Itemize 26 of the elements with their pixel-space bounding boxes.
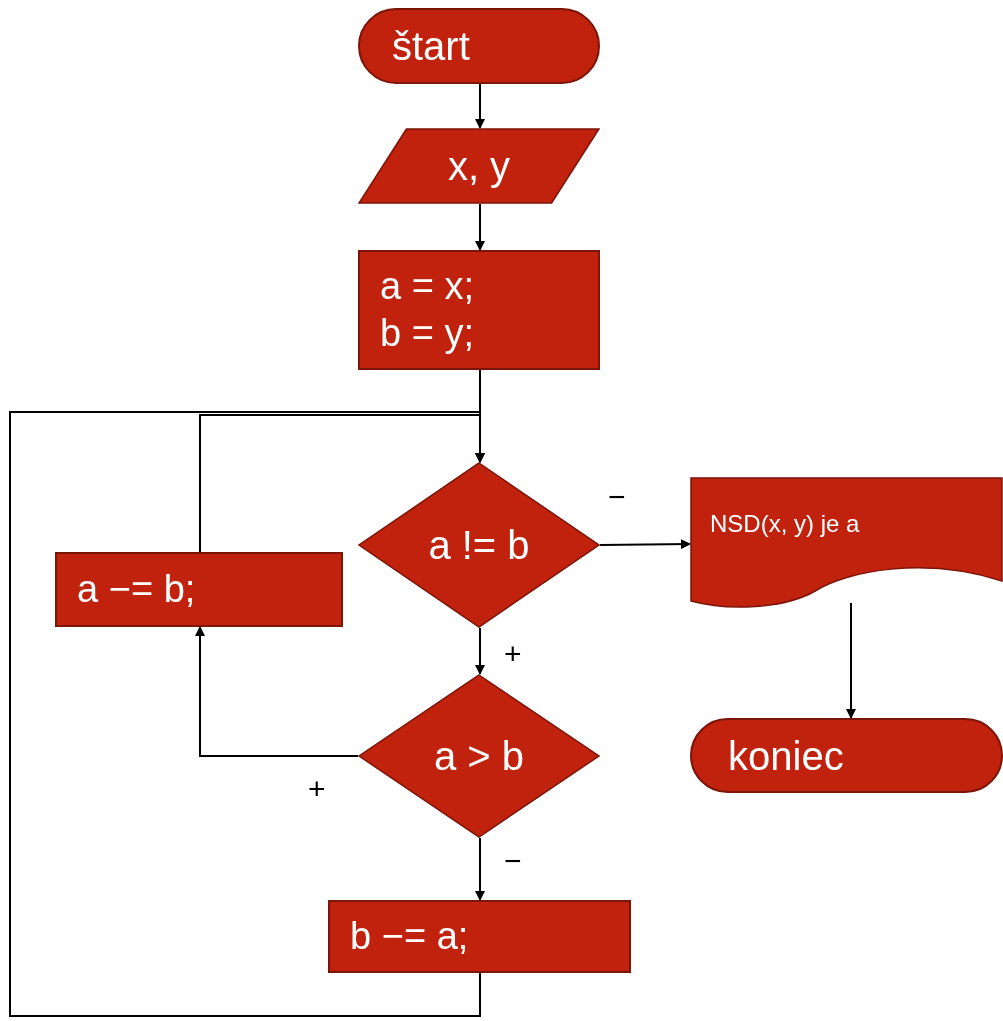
arrow [9, 411, 485, 1017]
process-box [358, 250, 600, 370]
arrow [195, 626, 359, 757]
process-box [55, 552, 343, 627]
node-label: a = x; [380, 263, 475, 309]
node-label: koniec [728, 732, 844, 780]
node-label: a > b [433, 733, 525, 780]
node-label: štart [392, 23, 470, 70]
node-label: x, y [447, 143, 511, 190]
arrow [475, 627, 485, 675]
node-label: b = y; [380, 311, 475, 356]
node-label: a −= b; [77, 566, 196, 612]
node-label: b −= a; [350, 913, 469, 959]
arrow [475, 837, 485, 901]
arrow [475, 83, 485, 129]
output-document [690, 477, 1003, 611]
decision-diamond [358, 674, 600, 838]
input-parallelogram [358, 128, 600, 204]
node-label: a != b [428, 522, 530, 569]
arrow [475, 203, 485, 251]
end-terminal [690, 718, 1003, 793]
process-box [328, 900, 631, 973]
decision-diamond [358, 462, 600, 628]
node-label: NSD(x, y) je a [710, 509, 860, 539]
arrow [599, 539, 691, 550]
arrow [846, 602, 856, 719]
